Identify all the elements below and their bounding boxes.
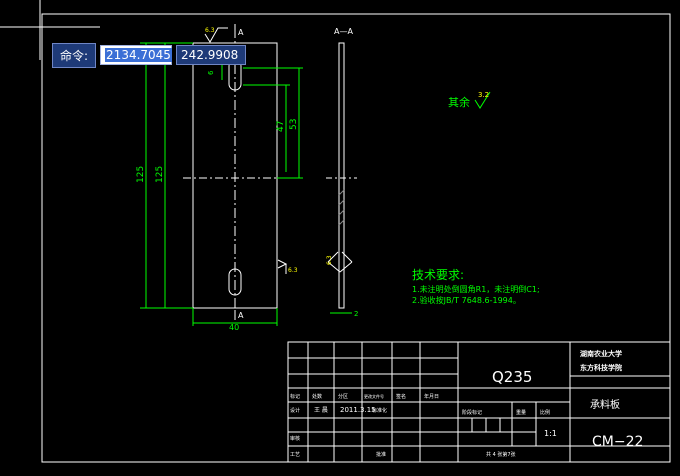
roughness-side-value: 6.3 xyxy=(288,267,298,274)
tb-row-label-2: 处数 xyxy=(312,393,322,400)
dim-overall-a: 125 xyxy=(136,166,146,183)
roughness-section-value: 6.3 xyxy=(326,255,333,265)
command-line: 命令: 2134.7045 242.9908 xyxy=(52,42,247,68)
tb-school-2: 东方科技学院 xyxy=(580,363,622,372)
tb-row-label-4: 更改文件号 xyxy=(364,393,384,399)
x-coordinate-value: 2134.7045 xyxy=(105,48,172,62)
tb-row-label-6: 年月日 xyxy=(424,393,439,400)
tb-designer: 王 晨 xyxy=(314,407,328,414)
tb-drawing-no: CM−22 xyxy=(592,434,643,450)
dim-47: 47 xyxy=(276,121,286,132)
section-view xyxy=(326,42,357,314)
section-label: A—A xyxy=(334,27,353,36)
tb-stage-label: 阶段标记 xyxy=(462,409,482,416)
tb-date: 2011.3.15 xyxy=(340,406,376,414)
dim-width: 40 xyxy=(229,323,239,332)
tb-weight-label: 重量 xyxy=(516,409,526,416)
front-view xyxy=(183,28,287,318)
tb-school-1: 湖南农业大学 xyxy=(580,349,622,358)
roughness-symbol-side xyxy=(277,259,288,274)
roughness-rest-symbol xyxy=(474,91,491,109)
dim-6: 6 xyxy=(207,70,215,75)
tb-process-label: 工艺 xyxy=(290,452,300,458)
title-block xyxy=(287,341,671,463)
dim-thickness: 2 xyxy=(354,310,358,318)
crosshair-cursor xyxy=(0,0,100,60)
tb-row-label-3: 分区 xyxy=(338,393,348,400)
notes-title: 技术要求: xyxy=(412,268,464,282)
command-label: 命令: xyxy=(52,42,97,68)
tb-ratio-label: 比例 xyxy=(540,409,550,416)
tb-design-label: 设计 xyxy=(290,407,300,414)
tb-material: Q235 xyxy=(492,368,532,386)
dim-53: 53 xyxy=(289,119,299,130)
roughness-top-value: 6.3 xyxy=(205,27,215,34)
dimension-lines-left xyxy=(140,42,193,309)
view-marker-top: A xyxy=(238,28,244,37)
notes-line-2: 2.验收按JB/T 7648.6-1994。 xyxy=(412,295,521,305)
rest-roughness-label: 其余 xyxy=(448,95,470,109)
tb-review-label: 审核 xyxy=(290,435,300,442)
tb-part-name: 承料板 xyxy=(590,398,620,411)
tb-row-label-1: 标记 xyxy=(290,393,300,400)
dimension-lines-right xyxy=(192,64,303,326)
tb-approve-label: 批准 xyxy=(376,451,386,458)
dim-overall-b: 125 xyxy=(155,166,165,183)
notes-line-1: 1.未注明处倒圆角R1，未注明倒C1; xyxy=(412,284,540,294)
rest-roughness-value: 3.2 xyxy=(478,91,489,99)
x-coordinate-input[interactable]: 2134.7045 xyxy=(100,45,173,65)
tb-sheet: 共 4 张第7张 xyxy=(486,451,516,458)
tb-row-label-5: 签名 xyxy=(396,393,406,400)
view-marker-bottom: A xyxy=(238,311,244,320)
tb-scale: 1:1 xyxy=(544,429,557,438)
roughness-symbol-top xyxy=(204,27,228,43)
y-coordinate-input[interactable]: 242.9908 xyxy=(176,45,247,65)
tb-std: 标准化 xyxy=(372,407,387,414)
drawing-frame xyxy=(41,13,671,463)
